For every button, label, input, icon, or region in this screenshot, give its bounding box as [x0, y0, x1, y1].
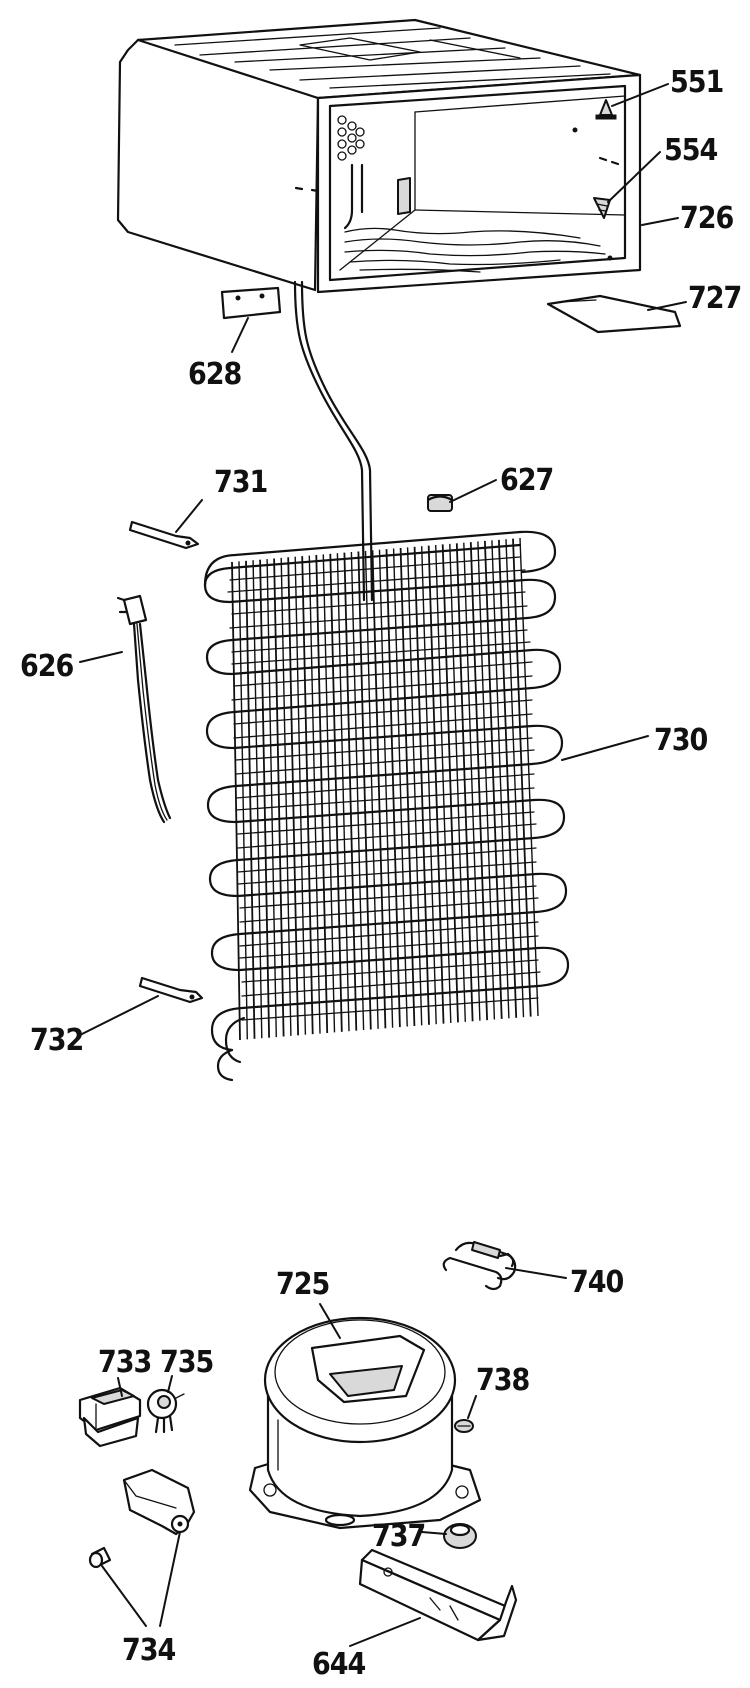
label-734: 734 [122, 1633, 176, 1668]
condenser-wire [343, 552, 358, 1031]
relay-733 [78, 1386, 142, 1448]
label-735: 735 [160, 1345, 213, 1380]
condenser-wire [287, 557, 299, 1036]
condenser-wire [413, 546, 430, 1025]
condenser-wire [245, 560, 256, 1039]
clip-732 [138, 976, 204, 1004]
condenser-wire [357, 551, 372, 1030]
label-727: 727 [688, 281, 741, 316]
bracket-628 [220, 286, 282, 320]
label-554: 554 [664, 133, 718, 168]
condenser-wire [392, 548, 408, 1027]
fastener-551 [595, 99, 617, 120]
label-733: 733 [98, 1345, 151, 1380]
condenser-wire [308, 555, 321, 1034]
cover-734 [122, 1468, 196, 1536]
clip-740 [442, 1241, 517, 1291]
vent-holes [337, 115, 365, 161]
label-740: 740 [570, 1265, 624, 1300]
condenser-wire [477, 541, 496, 1020]
label-628: 628 [188, 357, 242, 392]
grommet-734 [88, 1546, 112, 1569]
condenser-wire [449, 543, 466, 1022]
label-731: 731 [214, 465, 267, 500]
condenser-wire [259, 559, 270, 1038]
compressor-725 [248, 1316, 482, 1530]
condenser-wire [463, 542, 481, 1021]
label-644: 644 [312, 1647, 366, 1682]
condenser-wire [512, 538, 532, 1017]
condenser-wire [455, 543, 474, 1022]
leader-lines [77, 83, 687, 1647]
label-626: 626 [20, 649, 74, 684]
grommet-627 [426, 494, 454, 512]
condenser-wire [385, 549, 401, 1028]
label-627: 627 [500, 463, 553, 498]
clip-731 [128, 520, 200, 550]
label-725: 725 [276, 1267, 329, 1302]
condenser-wire [252, 560, 263, 1039]
condenser-wire [491, 540, 510, 1019]
condenser-wire [336, 553, 350, 1032]
condenser-wire [441, 544, 459, 1023]
condenser-wire [301, 556, 314, 1035]
condenser-wire [294, 556, 307, 1035]
bracket-644 [358, 1548, 518, 1642]
condenser-wire [399, 547, 416, 1027]
condenser-wire [484, 540, 503, 1019]
grommet-737 [443, 1523, 477, 1549]
condenser-wire [329, 553, 343, 1032]
condenser-730 [203, 530, 570, 1082]
condenser-wire [273, 558, 285, 1037]
condenser-wire [498, 539, 518, 1018]
condenser-wire [350, 551, 365, 1031]
condenser-wires [231, 537, 539, 1041]
label-732: 732 [30, 1023, 83, 1058]
condenser-wire [266, 559, 277, 1038]
condenser-wire [238, 561, 248, 1040]
condenser-wire [469, 542, 488, 1021]
condenser-wire [406, 547, 423, 1026]
part-738 [454, 1419, 474, 1433]
trim-727 [546, 294, 682, 334]
condenser-wire [505, 539, 525, 1018]
cabinet-liner [116, 18, 642, 294]
condenser-wire [231, 561, 241, 1041]
part-labels: 551 554 726 727 628 731 627 626 730 732 … [20, 65, 742, 1682]
condenser-wire [421, 546, 437, 1025]
condenser-wire [427, 545, 445, 1024]
condenser-wire [378, 549, 394, 1028]
label-738: 738 [476, 1363, 530, 1398]
screw-554 [593, 197, 611, 219]
condenser-wire [435, 544, 452, 1024]
overload-735 [146, 1388, 185, 1434]
condenser-wire [364, 550, 379, 1029]
label-737: 737 [372, 1519, 425, 1554]
label-730: 730 [654, 723, 708, 758]
label-726: 726 [680, 201, 734, 236]
condenser-wire [280, 557, 292, 1036]
label-551: 551 [670, 65, 723, 100]
condenser-wire [371, 550, 387, 1029]
harness-626 [116, 594, 172, 824]
